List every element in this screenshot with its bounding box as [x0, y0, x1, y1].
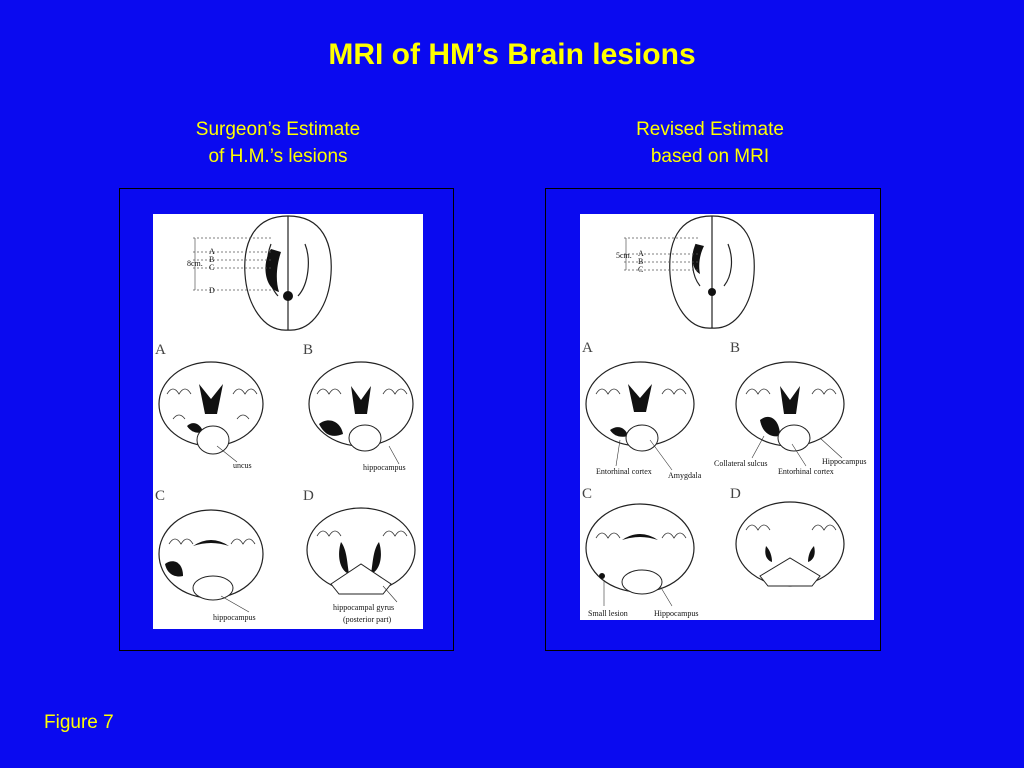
figure-number: Figure 7	[44, 712, 114, 733]
left-level-d: D	[209, 286, 215, 295]
left-section-letter-b: B	[303, 342, 313, 358]
left-level-c: C	[209, 263, 214, 272]
left-coronal-section-a	[158, 361, 264, 455]
right-level-c: C	[638, 265, 643, 274]
left-section-letter-a: A	[155, 342, 166, 358]
right-caption-line-1: Revised Estimate	[636, 119, 784, 140]
left-level-a: A	[209, 247, 215, 256]
left-lesion-axial	[265, 249, 281, 292]
right-lesion-axial	[692, 244, 704, 274]
left-coronal-section-d	[306, 507, 416, 595]
left-caption-line-1: Surgeon’s Estimate	[195, 119, 361, 140]
right-figure-frame	[545, 188, 881, 651]
right-label-entorhinal-cortex-a: Entorhinal cortex	[596, 467, 652, 476]
right-section-letter-b: B	[730, 340, 740, 356]
right-coronal-section-c	[585, 503, 695, 595]
right-section-letter-d: D	[730, 486, 741, 502]
right-caption: Revised Estimate based on MRI	[560, 116, 860, 170]
right-label-hippocampus-c: Hippocampus	[654, 609, 698, 618]
right-label-hippocampus-b: Hippocampus	[822, 457, 866, 466]
left-caption-line-2: of H.M.’s lesions	[208, 146, 348, 167]
left-coronal-section-c	[158, 509, 264, 601]
right-section-letter-c: C	[582, 486, 592, 502]
left-coronal-section-b	[308, 361, 414, 452]
left-section-letter-c: C	[155, 488, 165, 504]
left-label-hippocampal-gyrus: hippocampal gyrus	[333, 603, 394, 612]
left-caption: Surgeon’s Estimate of H.M.’s lesions	[128, 116, 428, 170]
left-axial-brain	[244, 215, 332, 331]
right-scale-lines	[624, 237, 698, 271]
right-axial-brain	[669, 215, 755, 329]
left-label-hippocampus-c: hippocampus	[213, 613, 256, 622]
right-scale-label: 5cm.	[616, 251, 632, 260]
left-scale-label: 8cm.	[187, 259, 203, 268]
left-level-b: B	[209, 255, 214, 264]
right-coronal-section-a	[585, 361, 695, 452]
right-level-a: A	[638, 249, 644, 258]
left-label-uncus: uncus	[233, 461, 252, 470]
right-level-b: B	[638, 257, 643, 266]
right-label-small-lesion: Small lesion	[588, 609, 628, 618]
right-label-entorhinal-cortex-b: Entorhinal cortex	[778, 467, 834, 476]
right-label-collateral-sulcus: Collateral sulcus	[714, 459, 768, 468]
right-section-letter-a: A	[582, 340, 593, 356]
left-label-posterior-part: (posterior part)	[343, 615, 392, 624]
right-caption-line-2: based on MRI	[650, 146, 770, 167]
slide-title: MRI of HM’s Brain lesions	[328, 38, 696, 71]
left-figure-frame	[119, 188, 454, 651]
right-label-amygdala: Amygdala	[668, 471, 702, 480]
left-scale-lines	[193, 237, 273, 291]
right-coronal-section-b	[735, 361, 845, 452]
left-brain-diagram: 8cm. A B C D A B C D uncus hippocampus	[153, 214, 423, 629]
left-label-hippocampus-b: hippocampus	[363, 463, 406, 472]
right-brain-diagram: 5cm. A B C A B C D Entorhinal cortex Amy…	[580, 214, 874, 620]
right-coronal-section-d	[735, 501, 845, 587]
left-section-letter-d: D	[303, 488, 314, 504]
